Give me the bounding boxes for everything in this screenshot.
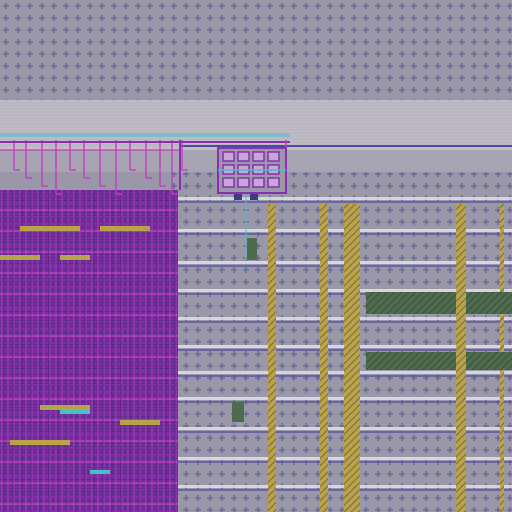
dense-poly-strip bbox=[120, 420, 160, 425]
row-power-rail bbox=[170, 427, 512, 430]
poly-column bbox=[268, 204, 276, 512]
dense-standard-cells bbox=[0, 190, 178, 512]
macro-via-cell bbox=[267, 177, 280, 188]
diffusion-bar bbox=[366, 352, 456, 370]
row-power-rail bbox=[170, 485, 512, 488]
diffusion-bar bbox=[366, 292, 456, 314]
macro-via-cell bbox=[222, 151, 235, 162]
dense-poly-strip bbox=[0, 255, 40, 260]
dense-poly-strip bbox=[20, 226, 80, 231]
macro-pin bbox=[250, 194, 258, 200]
rows-plus-grid bbox=[170, 172, 512, 512]
macro-via-cell bbox=[222, 177, 235, 188]
row-power-rail bbox=[170, 261, 512, 264]
via-macro-block[interactable] bbox=[217, 147, 287, 200]
dense-poly-strip bbox=[10, 440, 70, 445]
fill-plus-grid bbox=[0, 0, 512, 105]
macro-via-cell bbox=[267, 151, 280, 162]
dense-via-strip bbox=[60, 410, 90, 414]
diffusion-bar bbox=[466, 352, 512, 370]
poly-column bbox=[344, 204, 358, 512]
row-power-rail bbox=[170, 397, 512, 400]
cell-rows-array bbox=[170, 172, 512, 512]
row-power-rail bbox=[170, 317, 512, 320]
row-power-rail bbox=[170, 457, 512, 460]
poly-column bbox=[356, 204, 360, 512]
upper-fill-area bbox=[0, 0, 512, 105]
poly-column bbox=[456, 204, 466, 512]
row-power-rail bbox=[170, 371, 512, 374]
diffusion-bar bbox=[466, 292, 512, 314]
macro-via-cell bbox=[237, 177, 250, 188]
poly-column bbox=[320, 204, 328, 512]
row-power-rail bbox=[170, 197, 512, 200]
macro-via-cell bbox=[237, 151, 250, 162]
dense-poly-strip bbox=[60, 255, 90, 260]
dense-poly-strip bbox=[100, 226, 150, 231]
dense-via-strip bbox=[90, 470, 110, 474]
contact-block bbox=[232, 402, 244, 422]
macro-via-cell bbox=[252, 151, 265, 162]
macro-via-cell bbox=[252, 177, 265, 188]
row-power-rail bbox=[170, 289, 512, 292]
contact-block bbox=[247, 238, 257, 260]
dense-poly-strip bbox=[40, 405, 90, 410]
row-power-rail bbox=[170, 229, 512, 232]
channel-cyan-rail bbox=[0, 133, 290, 137]
row-power-rail bbox=[170, 345, 512, 348]
macro-pin bbox=[234, 194, 242, 200]
